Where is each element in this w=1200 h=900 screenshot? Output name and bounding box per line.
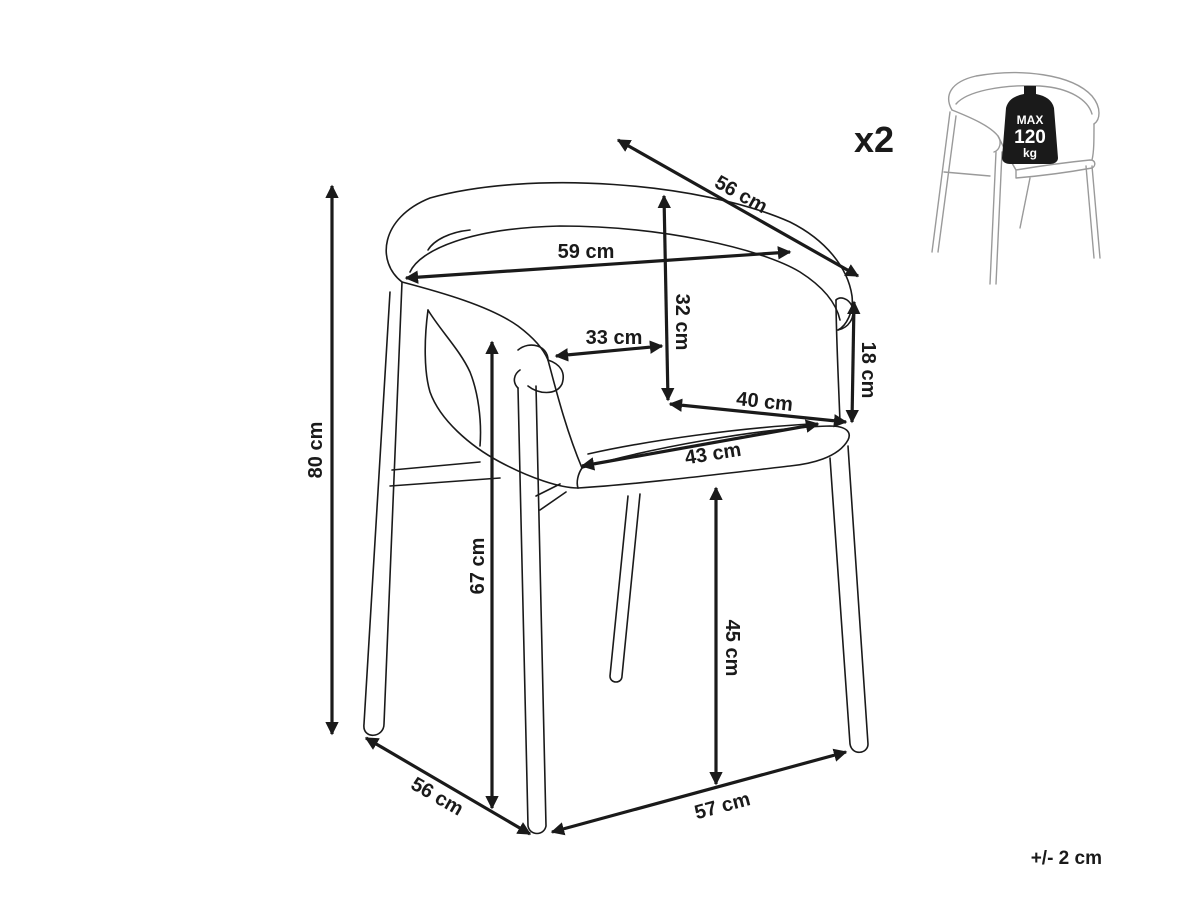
label-seat-height: 45 cm (721, 620, 743, 677)
arrow-back-width (404, 246, 792, 284)
max-load-line1: MAX (1017, 113, 1044, 127)
label-armrest-height: 18 cm (857, 342, 879, 399)
label-back-height: 32 cm (671, 294, 693, 351)
arrow-seat-depth (668, 398, 848, 428)
thumbnail-chair (931, 71, 1101, 285)
label-base-width: 57 cm (692, 788, 752, 824)
arrow-seat-depth-top (616, 138, 860, 278)
arrow-inner-width (554, 340, 664, 362)
arrow-armrest-height (845, 300, 861, 424)
label-inner-width: 33 cm (586, 327, 643, 349)
arrow-base-depth (364, 736, 532, 836)
label-total-height: 80 cm (305, 422, 327, 479)
arrow-base-width (550, 748, 848, 836)
label-back-width: 59 cm (558, 241, 615, 263)
arrow-seat-width (580, 419, 820, 471)
max-load-badge: MAX 120 kg (1002, 86, 1058, 164)
dimension-arrows (325, 138, 861, 836)
weight-icon (1002, 86, 1058, 164)
chair-outline (363, 181, 869, 835)
max-load-line2: 120 (1014, 127, 1046, 148)
tolerance-note: +/- 2 cm (1031, 848, 1102, 869)
quantity-label: x2 (854, 119, 894, 160)
label-armrest-floor-height: 67 cm (467, 538, 489, 595)
arrow-back-height (657, 194, 675, 402)
max-load-line3: kg (1023, 146, 1037, 160)
